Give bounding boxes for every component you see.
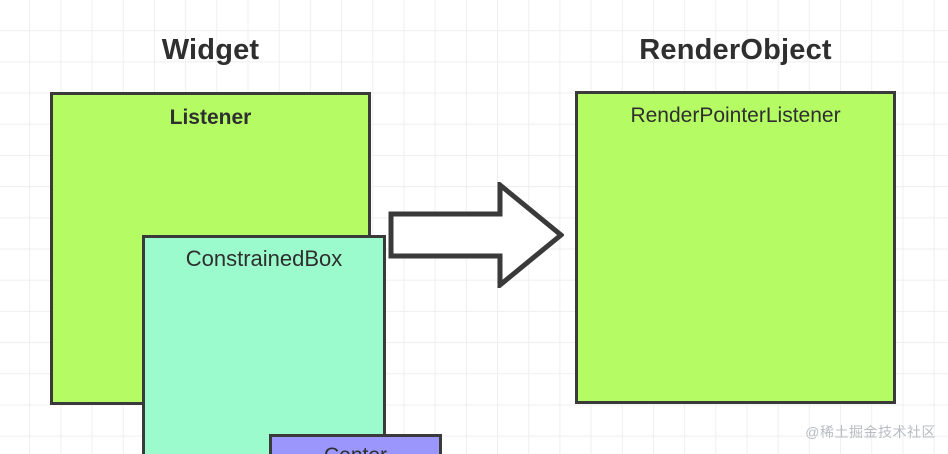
widget-box-constrainedbox-label: ConstrainedBox bbox=[185, 246, 343, 271]
widget-box-constrainedbox: ConstrainedBox Center Text bbox=[142, 235, 442, 454]
render-box-renderpointerlistener: RenderPointerListener RenderConstrainedB… bbox=[575, 91, 896, 404]
widget-tree-title: Widget bbox=[161, 34, 260, 66]
right-arrow-icon bbox=[388, 179, 565, 291]
render-box-renderpointerlistener-label: RenderPointerListener bbox=[630, 104, 841, 127]
widget-box-listener-label: Listener bbox=[169, 106, 252, 129]
watermark-text: @稀土掘金技术社区 bbox=[805, 424, 936, 440]
renderobject-tree-title: RenderObject bbox=[639, 34, 832, 66]
right-arrow-shape bbox=[388, 179, 565, 291]
widget-box-center-label: Center bbox=[272, 444, 439, 454]
widget-box-center: Center Text bbox=[269, 434, 442, 454]
widget-box-listener: Listener ConstrainedBox Center Text bbox=[50, 92, 442, 454]
